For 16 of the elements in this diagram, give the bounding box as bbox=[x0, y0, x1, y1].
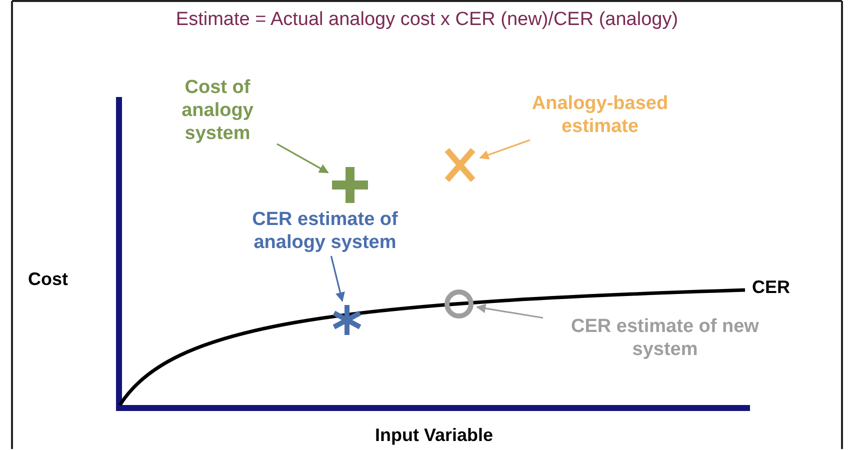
axis-label: Cost bbox=[28, 268, 68, 291]
asterisk-icon bbox=[330, 303, 364, 337]
arrow bbox=[479, 139, 530, 160]
arrow bbox=[330, 256, 345, 302]
axis-label: CER bbox=[752, 276, 790, 299]
cross-icon bbox=[442, 147, 478, 183]
arrow bbox=[476, 304, 544, 319]
axis-label: Input Variable bbox=[375, 424, 494, 447]
callout-text: CER estimate of new system bbox=[570, 315, 760, 361]
callout-text: Cost of analogy system bbox=[180, 76, 254, 145]
callout-text: CER estimate of analogy system bbox=[251, 208, 399, 254]
callout-text: Analogy-based estimate bbox=[530, 92, 670, 138]
arrow bbox=[276, 143, 329, 174]
plus-icon bbox=[330, 165, 370, 205]
circle-icon bbox=[443, 288, 475, 320]
formula-title: Estimate = Actual analogy cost x CER (new)/CER (analogy) bbox=[174, 8, 680, 31]
